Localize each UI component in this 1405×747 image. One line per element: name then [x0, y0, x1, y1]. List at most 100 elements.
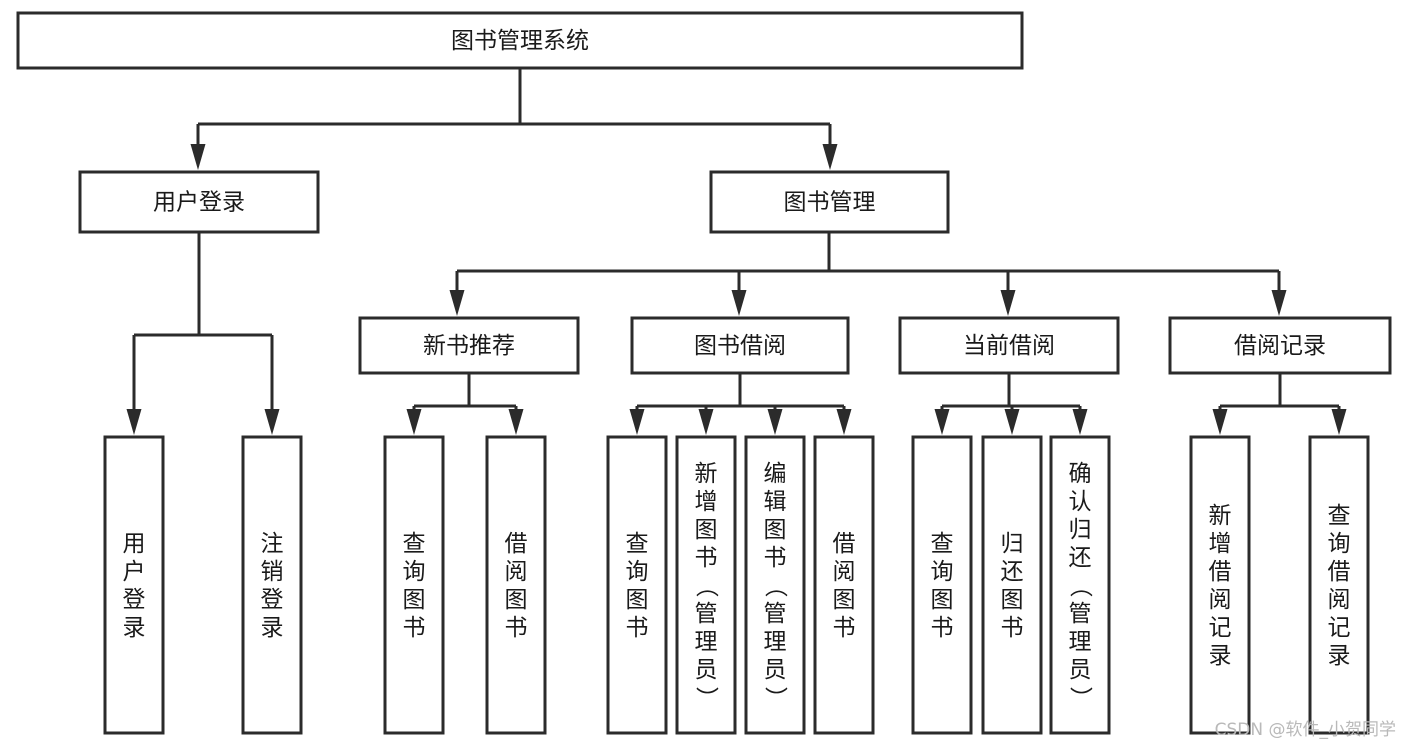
- arrowhead-icon: [1331, 409, 1347, 435]
- node-n2b-图书管理[interactable]: 图书管理: [709, 170, 950, 234]
- node-box[interactable]: [898, 316, 1120, 375]
- arrowhead-icon: [1072, 409, 1088, 435]
- node-label-char: 还: [1069, 545, 1092, 571]
- node-label-char: 录: [1209, 643, 1232, 669]
- node-label-char: 录: [123, 615, 146, 641]
- node-box[interactable]: [744, 435, 806, 735]
- node-label-char: 理: [764, 629, 787, 655]
- node-label-char: 查: [626, 531, 649, 557]
- node-n3d-借阅记录[interactable]: 借阅记录: [1168, 316, 1392, 375]
- node-box[interactable]: [1049, 435, 1111, 735]
- node-box[interactable]: [1189, 435, 1251, 735]
- connector-group-n2b: [449, 232, 1287, 316]
- arrowhead-icon: [406, 409, 422, 435]
- node-label-char: 书: [626, 615, 649, 641]
- node-label-char: 图: [403, 587, 426, 613]
- node-n3c-当前借阅[interactable]: 当前借阅: [898, 316, 1120, 375]
- connector-group-root: [190, 68, 838, 170]
- arrowhead-icon: [1212, 409, 1228, 435]
- node-label-char: ）: [1067, 686, 1093, 709]
- node-label-char: 户: [123, 559, 146, 585]
- node-label-char: （: [1067, 574, 1093, 597]
- node-box[interactable]: [1308, 435, 1370, 735]
- node-label-char: 员: [764, 657, 787, 683]
- node-box[interactable]: [241, 435, 303, 735]
- node-label-char: 编: [764, 461, 787, 487]
- node-n3b-图书借阅[interactable]: 图书借阅: [630, 316, 850, 375]
- node-box[interactable]: [16, 11, 1024, 70]
- node-label-char: 书: [695, 545, 718, 571]
- node-label-char: 还: [1001, 559, 1024, 585]
- node-label-char: 查: [1328, 503, 1351, 529]
- node-label-char: 员: [695, 657, 718, 683]
- node-box[interactable]: [358, 316, 580, 375]
- node-l1-用户登录[interactable]: 用户登录: [103, 435, 165, 735]
- arrowhead-icon: [767, 409, 783, 435]
- arrowhead-icon: [822, 144, 838, 170]
- node-box[interactable]: [813, 435, 875, 735]
- connectors-layer: [126, 68, 1347, 435]
- node-label-char: 借: [1209, 559, 1232, 585]
- node-label-char: 增: [1209, 531, 1232, 557]
- arrowhead-icon: [698, 409, 714, 435]
- node-label-char: 阅: [1209, 587, 1232, 613]
- node-box[interactable]: [103, 435, 165, 735]
- node-label-char: 新: [695, 461, 718, 487]
- connector-group-n3b: [629, 373, 852, 435]
- node-label-char: ）: [693, 686, 719, 709]
- arrowhead-icon: [264, 409, 280, 435]
- node-label-char: 询: [931, 559, 954, 585]
- node-n3a-新书推荐[interactable]: 新书推荐: [358, 316, 580, 375]
- node-label-char: 查: [931, 531, 954, 557]
- connector-group-n3c: [934, 373, 1088, 435]
- node-label-char: 书: [403, 615, 426, 641]
- node-label-char: 归: [1069, 517, 1092, 543]
- node-box[interactable]: [383, 435, 445, 735]
- node-box[interactable]: [911, 435, 973, 735]
- node-label: 借阅记录: [1234, 333, 1326, 359]
- connector-group-n3a: [406, 373, 524, 435]
- connector-group-n3d: [1212, 373, 1347, 435]
- node-box[interactable]: [709, 170, 950, 234]
- nodes-layer: 图书管理系统用户登录图书管理新书推荐图书借阅当前借阅借阅记录用户登录注销登录查询…: [16, 11, 1392, 735]
- node-box[interactable]: [1168, 316, 1392, 375]
- node-label-char: 书: [833, 615, 856, 641]
- node-box[interactable]: [606, 435, 668, 735]
- node-label-char: 借: [1328, 559, 1351, 585]
- node-label-char: ）: [762, 686, 788, 709]
- arrowhead-icon: [126, 409, 142, 435]
- node-label-char: 书: [505, 615, 528, 641]
- node-box[interactable]: [981, 435, 1043, 735]
- node-label-char: 理: [1069, 629, 1092, 655]
- node-box[interactable]: [675, 435, 737, 735]
- node-root-图书管理系统[interactable]: 图书管理系统: [16, 11, 1024, 70]
- node-n2a-用户登录[interactable]: 用户登录: [78, 170, 320, 234]
- node-box[interactable]: [78, 170, 320, 234]
- arrowhead-icon: [1271, 290, 1287, 316]
- node-box[interactable]: [630, 316, 850, 375]
- node-label-char: 记: [1328, 615, 1351, 641]
- node-box[interactable]: [485, 435, 547, 735]
- node-label-char: 图: [931, 587, 954, 613]
